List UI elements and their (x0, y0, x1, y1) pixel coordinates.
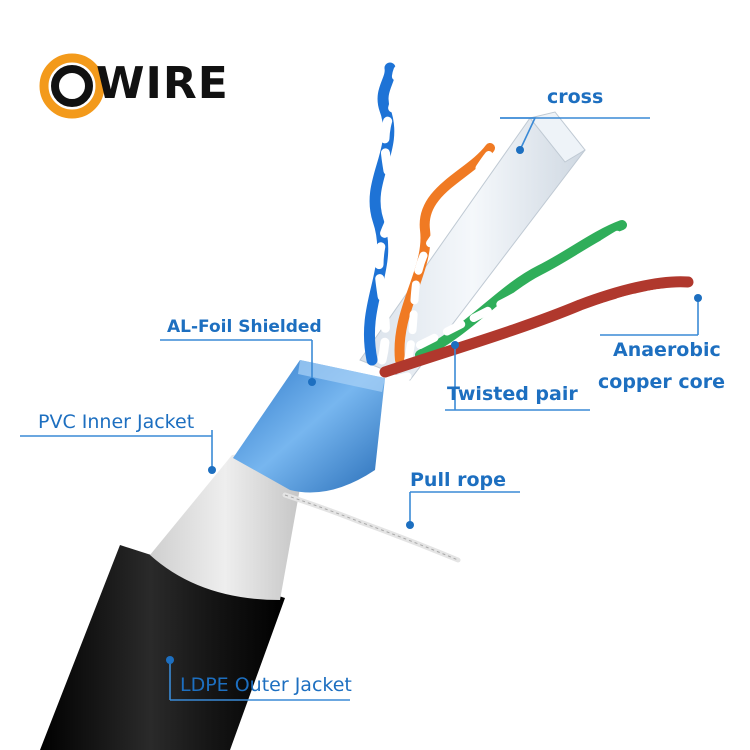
outer-jacket (40, 545, 285, 750)
label-pull-rope: Pull rope (410, 469, 507, 491)
leader-dots (166, 146, 702, 664)
pair-orange (394, 143, 495, 365)
label-al-foil-shielded: AL-Foil Shielded (167, 317, 322, 337)
label-copper-core: copper core (598, 371, 725, 393)
pair-blue (363, 62, 396, 366)
pair-green (415, 220, 627, 360)
logo-wordmark: WIRE (96, 58, 229, 109)
owire-logo-icon (39, 53, 105, 119)
label-anaerobic: Anaerobic (613, 339, 721, 361)
pair-brown (379, 276, 694, 378)
pull-rope (282, 492, 461, 563)
label-twisted-pair: Twisted pair (447, 383, 578, 405)
inner-jacket (150, 453, 300, 600)
label-cross: cross (547, 86, 604, 108)
foil-shield (233, 360, 385, 493)
label-ldpe-outer-jacket: LDPE Outer Jacket (180, 674, 352, 696)
label-pvc-inner-jacket: PVC Inner Jacket (38, 411, 195, 433)
leader-lines (20, 117, 699, 701)
